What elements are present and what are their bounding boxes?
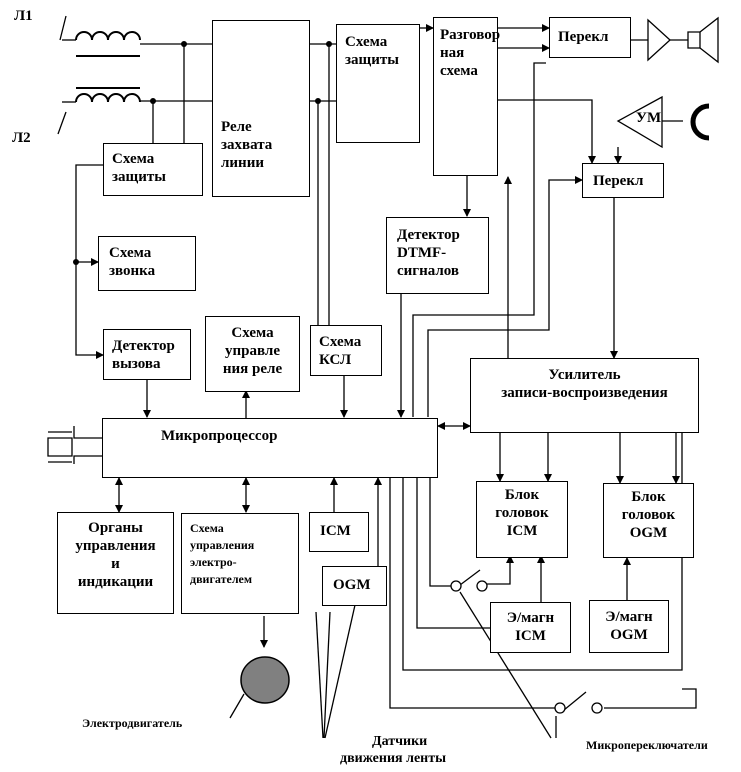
motor-icon	[240, 656, 290, 704]
microswitches-label: Микропереключатели	[586, 738, 708, 752]
microprocessor: Микропроцессор	[102, 418, 438, 478]
amp-um-label: УМ	[636, 110, 662, 126]
sensors-label-line1: Датчики	[372, 734, 428, 749]
line-label-l2: Л2	[12, 130, 31, 146]
switch-top: Перекл	[549, 17, 631, 58]
switch-mid: Перекл	[582, 163, 664, 198]
ogm-tape-sensor: OGM	[322, 566, 387, 606]
sensors-label-line2: движения ленты	[340, 751, 447, 766]
icm-tape-sensor: ICM	[309, 512, 369, 552]
motor-label: Электродвигатель	[82, 716, 183, 730]
line-label-l1: Л1	[14, 8, 33, 24]
